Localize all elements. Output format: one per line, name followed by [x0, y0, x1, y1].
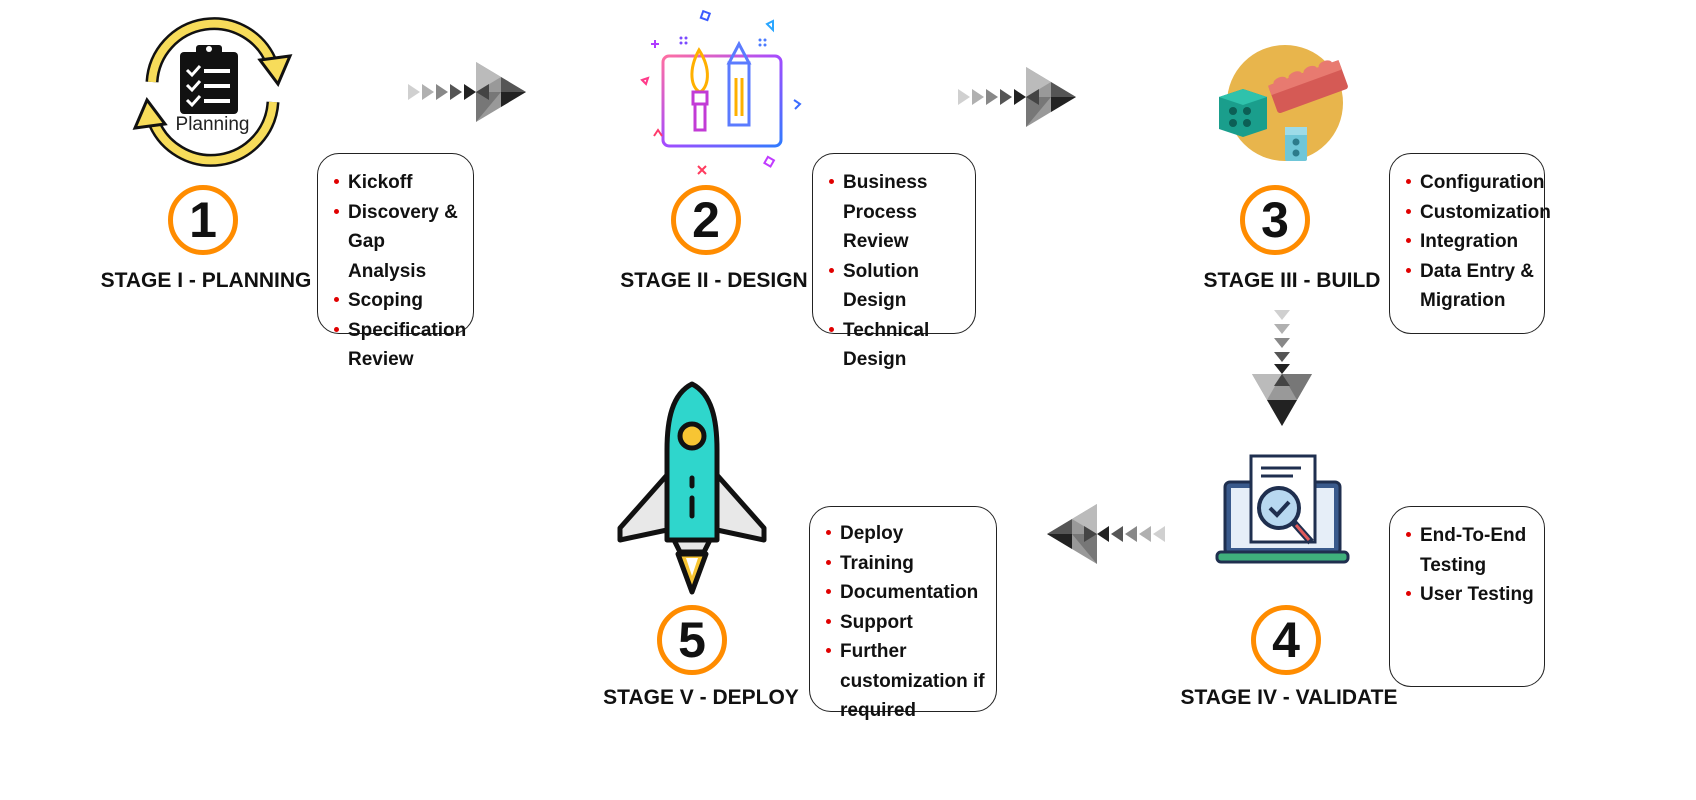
list-item: Further customization if required — [824, 637, 988, 726]
planning-icon-text: Planning — [175, 114, 250, 135]
list-item: Kickoff — [332, 168, 465, 198]
list-item: User Testing — [1404, 580, 1536, 610]
list-item: Support — [824, 608, 988, 638]
list-item: Discovery & Gap Analysis — [332, 198, 465, 287]
arrow-down-icon — [1250, 308, 1314, 433]
stage-3-label: STAGE III - BUILD — [1203, 269, 1381, 292]
list-item: Data Entry & Migration — [1404, 257, 1536, 316]
stage-1-label: STAGE I - PLANNING — [100, 269, 312, 292]
list-item: Business Process Review — [827, 168, 967, 257]
stage-5-details: Deploy Training Documentation Support Fu… — [809, 506, 997, 721]
list-item: Training — [824, 549, 988, 579]
list-item: Customization — [1404, 198, 1551, 228]
stage-1-details: Kickoff Discovery & Gap Analysis Scoping… — [317, 153, 474, 370]
stage-5-label: STAGE V - DEPLOY — [603, 686, 799, 709]
list-item: Solution Design — [827, 257, 967, 316]
list-item: Specification Review — [332, 316, 466, 375]
list-item: Documentation — [824, 578, 988, 608]
stage-2-number: 2 — [671, 185, 741, 255]
stage-4-label: STAGE IV - VALIDATE — [1180, 686, 1398, 709]
list-item: Configuration — [1404, 168, 1545, 198]
list-item: End-To-End Testing — [1404, 521, 1536, 580]
design-monitor-icon — [636, 8, 806, 180]
stage-3-number: 3 — [1240, 185, 1310, 255]
list-item: Integration — [1404, 227, 1536, 257]
list-item: Technical Design — [827, 316, 967, 375]
rocket-icon — [612, 380, 772, 602]
arrow-right-icon — [408, 60, 533, 124]
stage-1-number: 1 — [168, 185, 238, 255]
arrow-right-icon — [958, 65, 1083, 129]
list-item: Scoping — [332, 286, 465, 316]
stage-3-details: Configuration Customization Integration … — [1389, 153, 1551, 334]
stage-4-number: 4 — [1251, 605, 1321, 675]
stage-4-details: End-To-End Testing User Testing — [1389, 506, 1545, 687]
laptop-inspection-icon — [1215, 452, 1350, 572]
stage-2-label: STAGE II - DESIGN — [620, 269, 808, 292]
planning-cycle-icon: Planning — [130, 12, 295, 172]
building-blocks-icon — [1215, 45, 1355, 170]
arrow-left-icon — [1040, 502, 1165, 566]
stage-5-number: 5 — [657, 605, 727, 675]
stage-2-details: Business Process Review Solution Design … — [812, 153, 976, 370]
list-item: Deploy — [824, 519, 988, 549]
